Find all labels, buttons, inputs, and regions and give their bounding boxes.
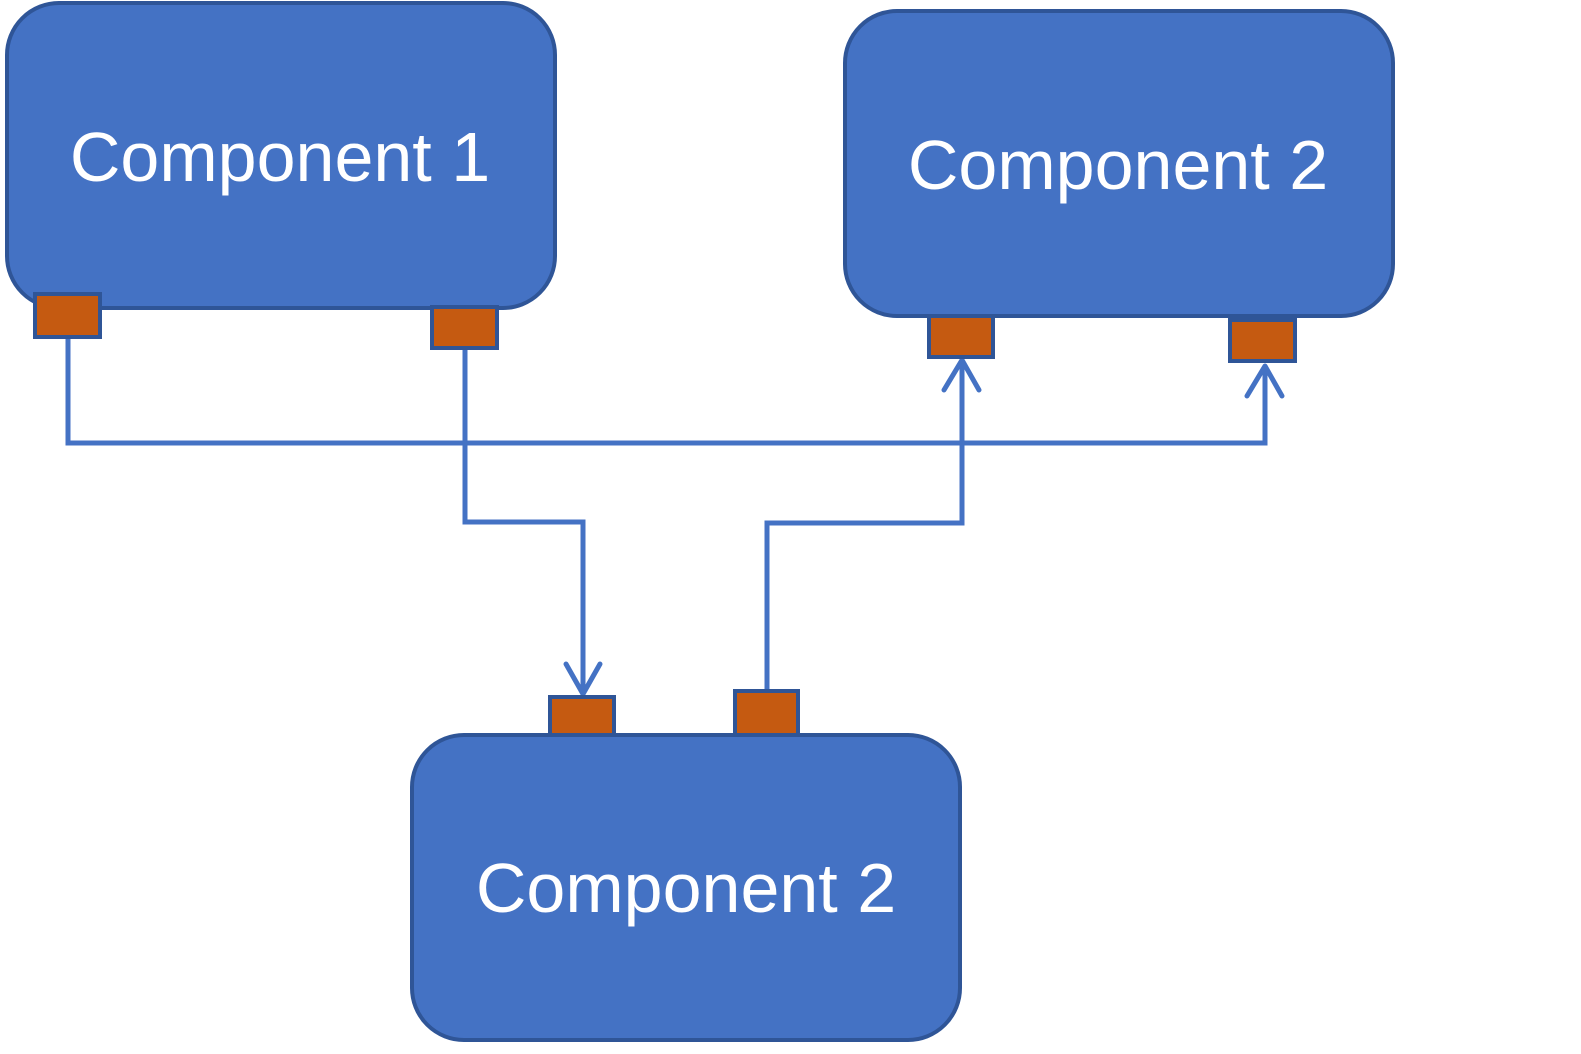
- port-bottom-right[interactable]: [733, 689, 800, 737]
- component-label: Component 2: [908, 126, 1328, 204]
- port-bottom-left[interactable]: [548, 695, 616, 737]
- arrowhead-up-icon: [941, 357, 982, 393]
- component-label: Component 2: [476, 849, 896, 927]
- connector-c1-left-to-c2-right[interactable]: [65, 337, 1268, 446]
- connector-c1-right-to-bottom-left[interactable]: [462, 348, 586, 692]
- arrowheads: [563, 357, 1285, 697]
- port-c1-left[interactable]: [33, 292, 102, 339]
- component-box-3[interactable]: Component 2: [410, 733, 962, 1042]
- port-c2-right[interactable]: [1228, 318, 1297, 363]
- arrowhead-up-icon: [1244, 363, 1285, 399]
- connector-bottom-right-to-c2-left[interactable]: [764, 362, 965, 692]
- ports: [33, 292, 1297, 737]
- connectors: [65, 337, 1268, 692]
- port-c1-right[interactable]: [430, 305, 499, 350]
- component-box-2[interactable]: Component 2: [843, 9, 1395, 318]
- component-box-1[interactable]: Component 1: [5, 1, 557, 310]
- port-c2-left[interactable]: [927, 314, 995, 359]
- component-label: Component 1: [70, 118, 490, 196]
- arrowhead-down-icon: [563, 661, 603, 697]
